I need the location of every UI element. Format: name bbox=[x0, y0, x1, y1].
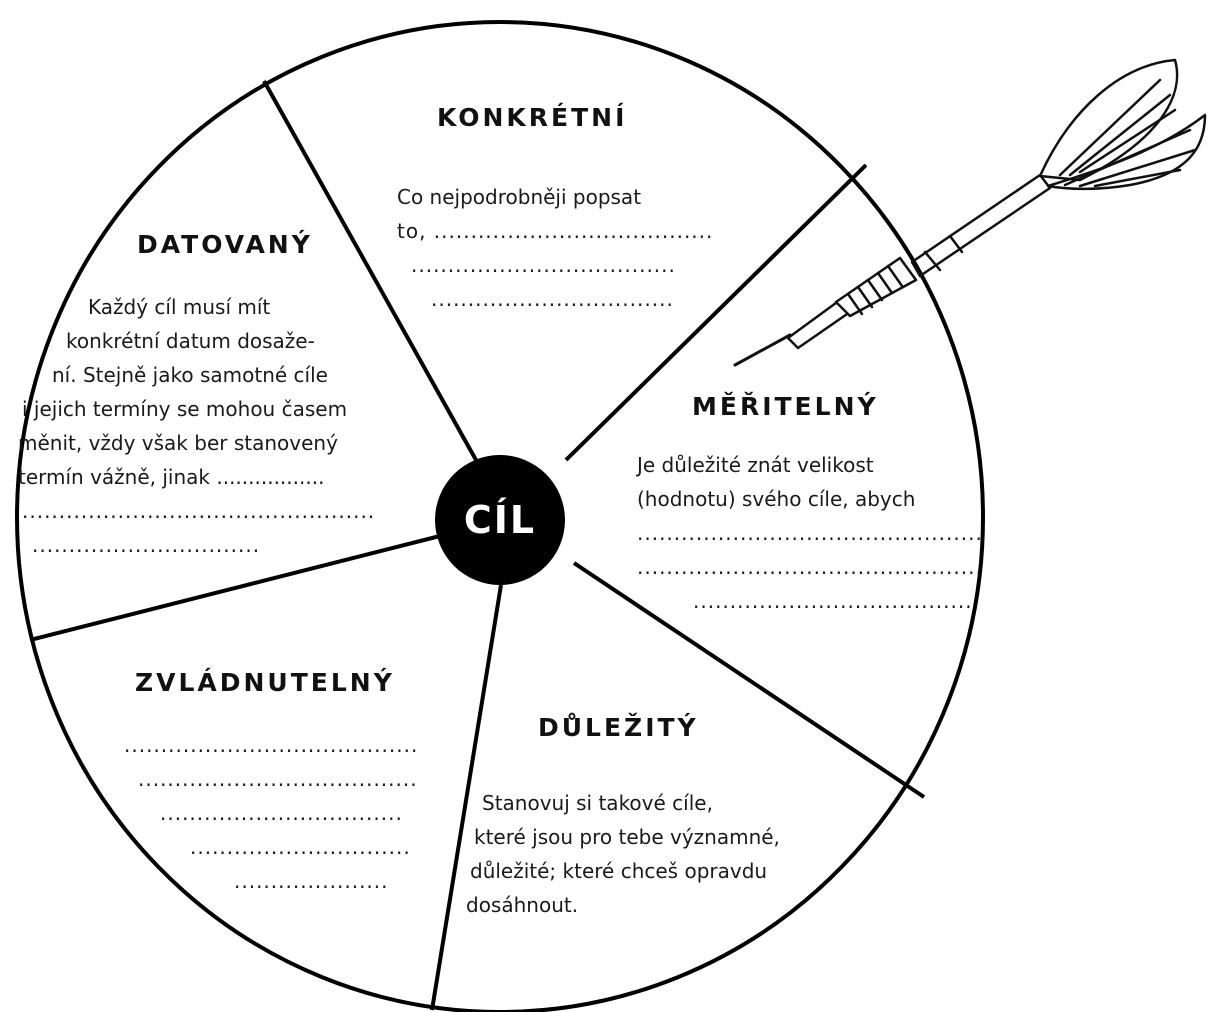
text-line: to, ....................................… bbox=[397, 219, 714, 243]
divider-konkretni-datovany bbox=[262, 80, 478, 461]
fill-in-line: ............................... bbox=[32, 533, 261, 557]
text-line: ní. Stejně jako samotné cíle bbox=[52, 363, 328, 387]
dart-icon bbox=[733, 58, 1207, 367]
sector-title-datovany: DATOVANÝ bbox=[137, 230, 313, 259]
text-line: Co nejpodrobněji popsat bbox=[397, 185, 642, 209]
fill-in-line: ........................................… bbox=[637, 521, 983, 545]
sector-title-konkretni: KONKRÉTNÍ bbox=[437, 103, 628, 132]
sector-title-zvladnutelny: ZVLÁDNUTELNÝ bbox=[135, 668, 395, 697]
fill-in-line: ........................................… bbox=[22, 499, 376, 523]
text-line: dosáhnout. bbox=[466, 893, 579, 917]
divider-zvladnutelny-datovany bbox=[29, 534, 441, 642]
fill-in-line: ........................................ bbox=[124, 733, 419, 757]
fill-in-line: ..................... bbox=[234, 869, 389, 893]
text-line: konkrétní datum dosaže- bbox=[66, 329, 315, 353]
text-line: termín vážně, jinak ................. bbox=[18, 465, 325, 489]
fill-in-line: ................................. bbox=[431, 287, 674, 311]
sector-text-datovany: Každý cíl musí mít konkrétní datum dosaž… bbox=[18, 290, 375, 562]
text-line: i jejich termíny se mohou časem bbox=[22, 397, 348, 421]
fill-in-line: .................................... bbox=[411, 253, 676, 277]
text-line: které jsou pro tebe významné, bbox=[474, 825, 780, 849]
divider-meritelny-dulezity bbox=[572, 561, 926, 799]
sector-text-zvladnutelny: ........................................… bbox=[124, 728, 418, 898]
fill-in-line: .............................. bbox=[190, 835, 411, 859]
wheel-outline bbox=[15, 20, 985, 1012]
text-line: Je důležité znát velikost bbox=[637, 453, 874, 477]
sector-text-dulezity: Stanovuj si takové cíle, které jsou pro … bbox=[466, 786, 780, 922]
text-line: (hodnotu) svého cíle, abych bbox=[637, 487, 916, 511]
divider-dulezity-zvladnutelny bbox=[430, 584, 503, 1011]
fill-in-line: ...................................... bbox=[138, 767, 418, 791]
text-line: Každý cíl musí mít bbox=[88, 295, 271, 319]
divider-konkretni-meritelny bbox=[564, 163, 868, 462]
sector-title-meritelny: MĚŘITELNÝ bbox=[692, 392, 879, 421]
fill-in-line: ...................................... bbox=[693, 589, 973, 613]
text-line: Stanovuj si takové cíle, bbox=[482, 791, 713, 815]
sector-title-dulezity: DŮLEŽITÝ bbox=[538, 713, 699, 742]
text-line: důležité; které chceš opravdu bbox=[470, 859, 768, 883]
sector-text-meritelny: Je důležité znát velikost (hodnotu) svéh… bbox=[637, 448, 983, 618]
text-line: měnit, vždy však ber stanovený bbox=[18, 431, 338, 455]
fill-in-line: ................................. bbox=[160, 801, 403, 825]
fill-in-line: ........................................… bbox=[637, 555, 983, 579]
center-goal-label: CÍL bbox=[435, 455, 565, 585]
sector-text-konkretni: Co nejpodrobněji popsat to, ............… bbox=[397, 180, 713, 316]
